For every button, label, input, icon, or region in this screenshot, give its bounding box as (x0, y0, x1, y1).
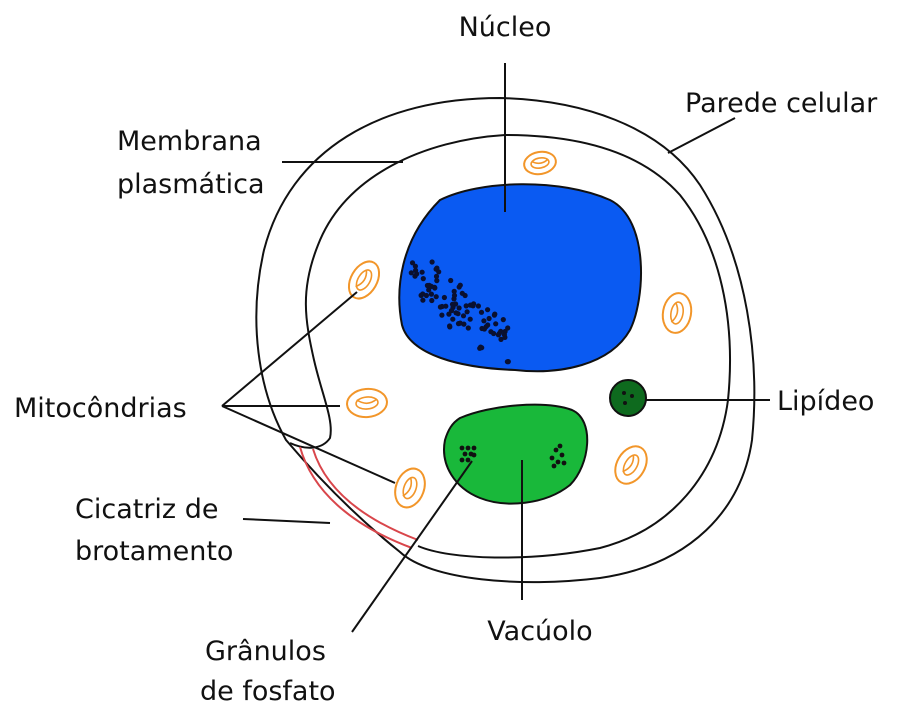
label-scar-line2: brotamento (75, 536, 233, 567)
chromatin-dot (439, 303, 445, 310)
chromatin-dot (451, 296, 457, 302)
chromatin-dot (436, 269, 442, 275)
label-mitochondria: Mitocôndrias (14, 393, 187, 424)
leader-mito-1 (221, 291, 358, 407)
chromatin-dot (504, 359, 510, 365)
chromatin-dot (420, 276, 426, 282)
mitochondrion (614, 445, 648, 485)
leader-granules (351, 460, 473, 633)
chromatin-dot (467, 316, 473, 322)
chromatin-dot (479, 345, 485, 351)
label-scar-line1: Cicatriz de (75, 494, 218, 525)
chromatin-dot (441, 294, 447, 301)
chromatin-dot (456, 305, 462, 311)
phosphate-granule-cluster-left (459, 445, 477, 463)
chromatin-dot (420, 291, 426, 297)
chromatin-dot (433, 294, 439, 300)
chromatin-dot (433, 273, 440, 279)
chromatin-dot (505, 325, 511, 331)
chromatin-dot (461, 321, 467, 327)
chromatin-dot (447, 323, 453, 329)
chromatin-dot (448, 308, 455, 314)
chromatin-dot (429, 297, 435, 304)
label-vacuole: Vacúolo (487, 616, 592, 647)
leader-scar (242, 518, 331, 524)
chromatin-dot (501, 332, 507, 338)
label-nucleus: Núcleo (459, 12, 552, 43)
chromatin-dot (498, 328, 504, 334)
mitochondrion (661, 292, 693, 334)
label-granules-line2: de fosfato (200, 676, 336, 707)
chromatin-dot (459, 290, 465, 296)
chromatin-dot (460, 313, 467, 319)
chromatin-dot (457, 282, 463, 288)
leader-mito-3 (221, 405, 396, 484)
chromatin-dots (408, 259, 511, 365)
lipid-droplet (609, 379, 647, 417)
chromatin-dot (491, 330, 497, 337)
chromatin-dot (448, 277, 454, 284)
label-lipid: Lipídeo (777, 386, 874, 417)
budding-scar-outer (299, 446, 413, 549)
label-cell-wall: Parede celular (685, 88, 878, 119)
leader-cell-wall (667, 117, 736, 154)
label-granules-line1: Grânulos (205, 636, 326, 667)
chromatin-dot (428, 291, 434, 297)
chromatin-dot (464, 309, 470, 315)
chromatin-dot (424, 282, 430, 289)
mitochondrion (346, 387, 388, 419)
chromatin-dot (491, 312, 497, 318)
cell-wall (255, 96, 756, 584)
chromatin-dot (429, 259, 435, 265)
mitochondrion (347, 260, 381, 300)
chromatin-dot (412, 263, 418, 269)
chromatin-dot (463, 303, 469, 309)
vacuole (443, 403, 589, 505)
mitochondrion (394, 467, 426, 509)
chromatin-dot (485, 307, 491, 313)
chromatin-dot (465, 325, 471, 331)
chromatin-dot (478, 309, 485, 315)
chromatin-dot (451, 288, 457, 294)
chromatin-dot (485, 322, 491, 328)
chromatin-dot (481, 318, 487, 324)
label-membrane-line1: Membrana (117, 126, 262, 157)
chromatin-dot (450, 316, 456, 322)
chromatin-dot (500, 317, 506, 323)
chromatin-dot (409, 260, 416, 266)
chromatin-dot (408, 270, 414, 276)
chromatin-dot (486, 315, 492, 322)
chromatin-dot (493, 321, 499, 327)
chromatin-dot (439, 312, 445, 318)
label-membrane-line2: plasmática (117, 169, 265, 200)
chromatin-dot (453, 310, 459, 316)
plasma-membrane (289, 133, 731, 559)
chromatin-dot (419, 269, 425, 275)
mitochondrion (523, 150, 557, 176)
budding-scar-inner (312, 448, 419, 541)
chromatin-dot (475, 303, 481, 309)
chromatin-dot (453, 301, 459, 307)
phosphate-granule-cluster-right (549, 443, 567, 469)
chromatin-dot (434, 278, 440, 284)
chromatin-dot (414, 271, 420, 277)
chromatin-dot (498, 336, 504, 342)
chromatin-dot (470, 303, 476, 309)
chromatin-dot (428, 283, 434, 289)
chromatin-dot (420, 297, 426, 303)
chromatin-dot (479, 325, 485, 332)
